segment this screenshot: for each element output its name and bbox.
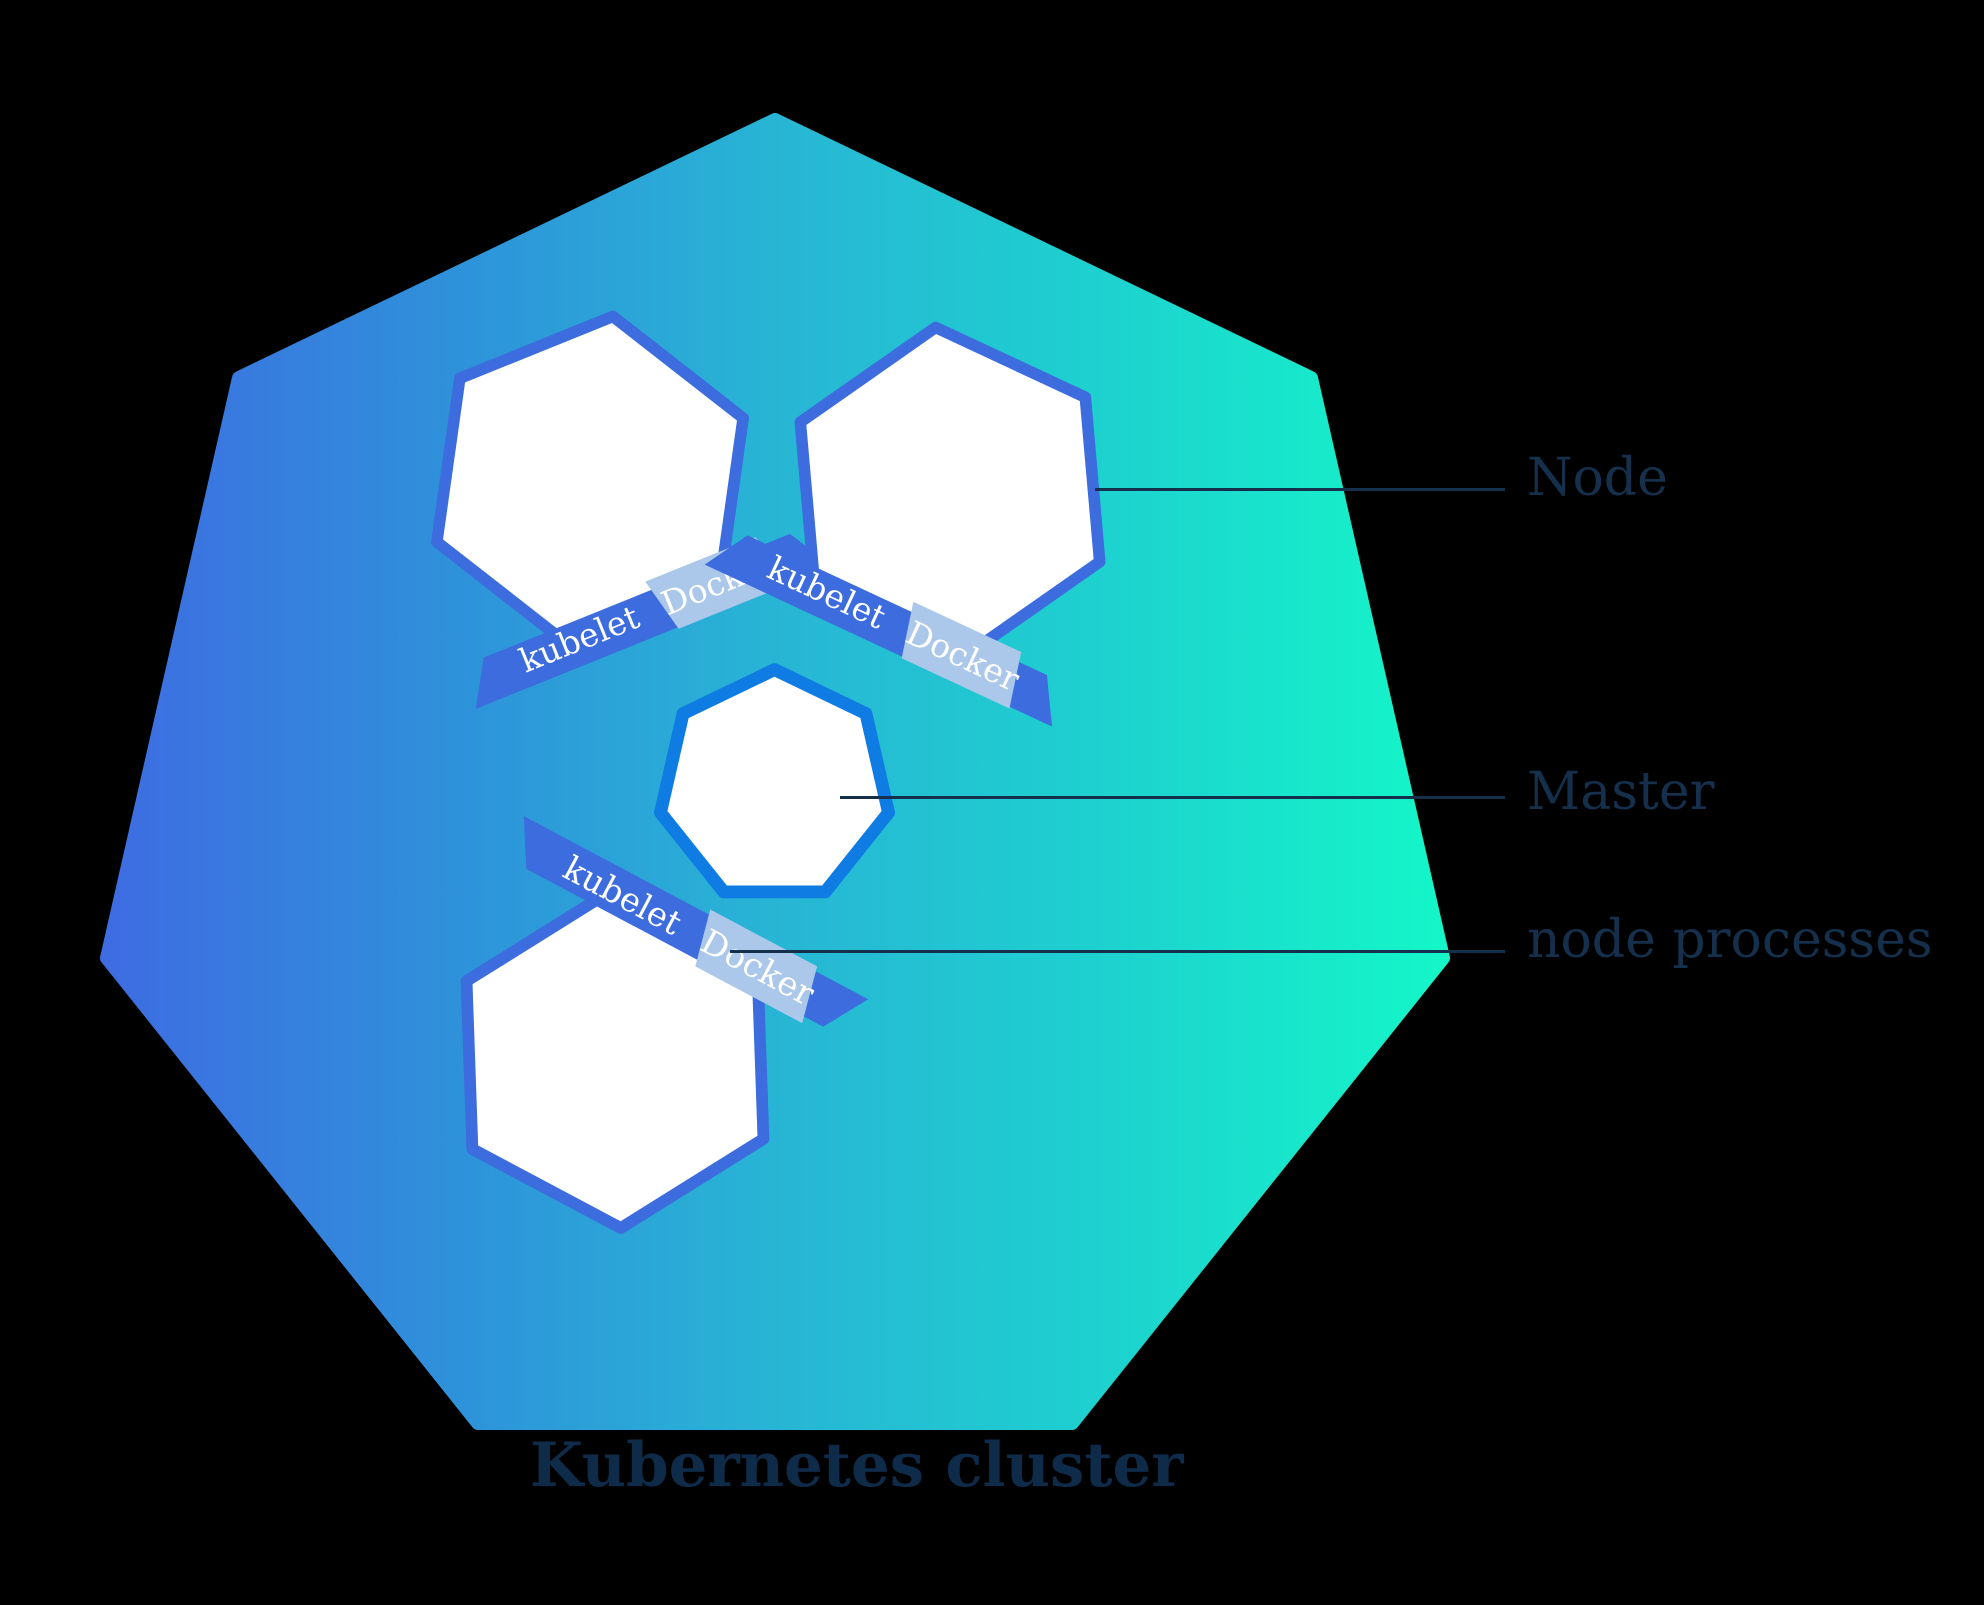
docker-chip: [695, 909, 818, 1024]
master-connector-line: [840, 796, 1505, 799]
cluster-title: Kubernetes cluster: [530, 1430, 1184, 1501]
node-processes-connector-line: [730, 950, 1505, 953]
node-hexagon-3: kubelet Docker: [460, 816, 869, 1234]
node-processes-label: node processes: [1527, 910, 1933, 970]
node-hexagon-2: kubelet Docker: [704, 321, 1106, 727]
node-label: Node: [1527, 448, 1668, 508]
master-label: Master: [1527, 762, 1715, 822]
node-connector-line: [1095, 488, 1505, 491]
docker-chip: [901, 601, 1022, 709]
master-heptagon-shape: [654, 663, 895, 899]
master-heptagon: [654, 663, 895, 899]
